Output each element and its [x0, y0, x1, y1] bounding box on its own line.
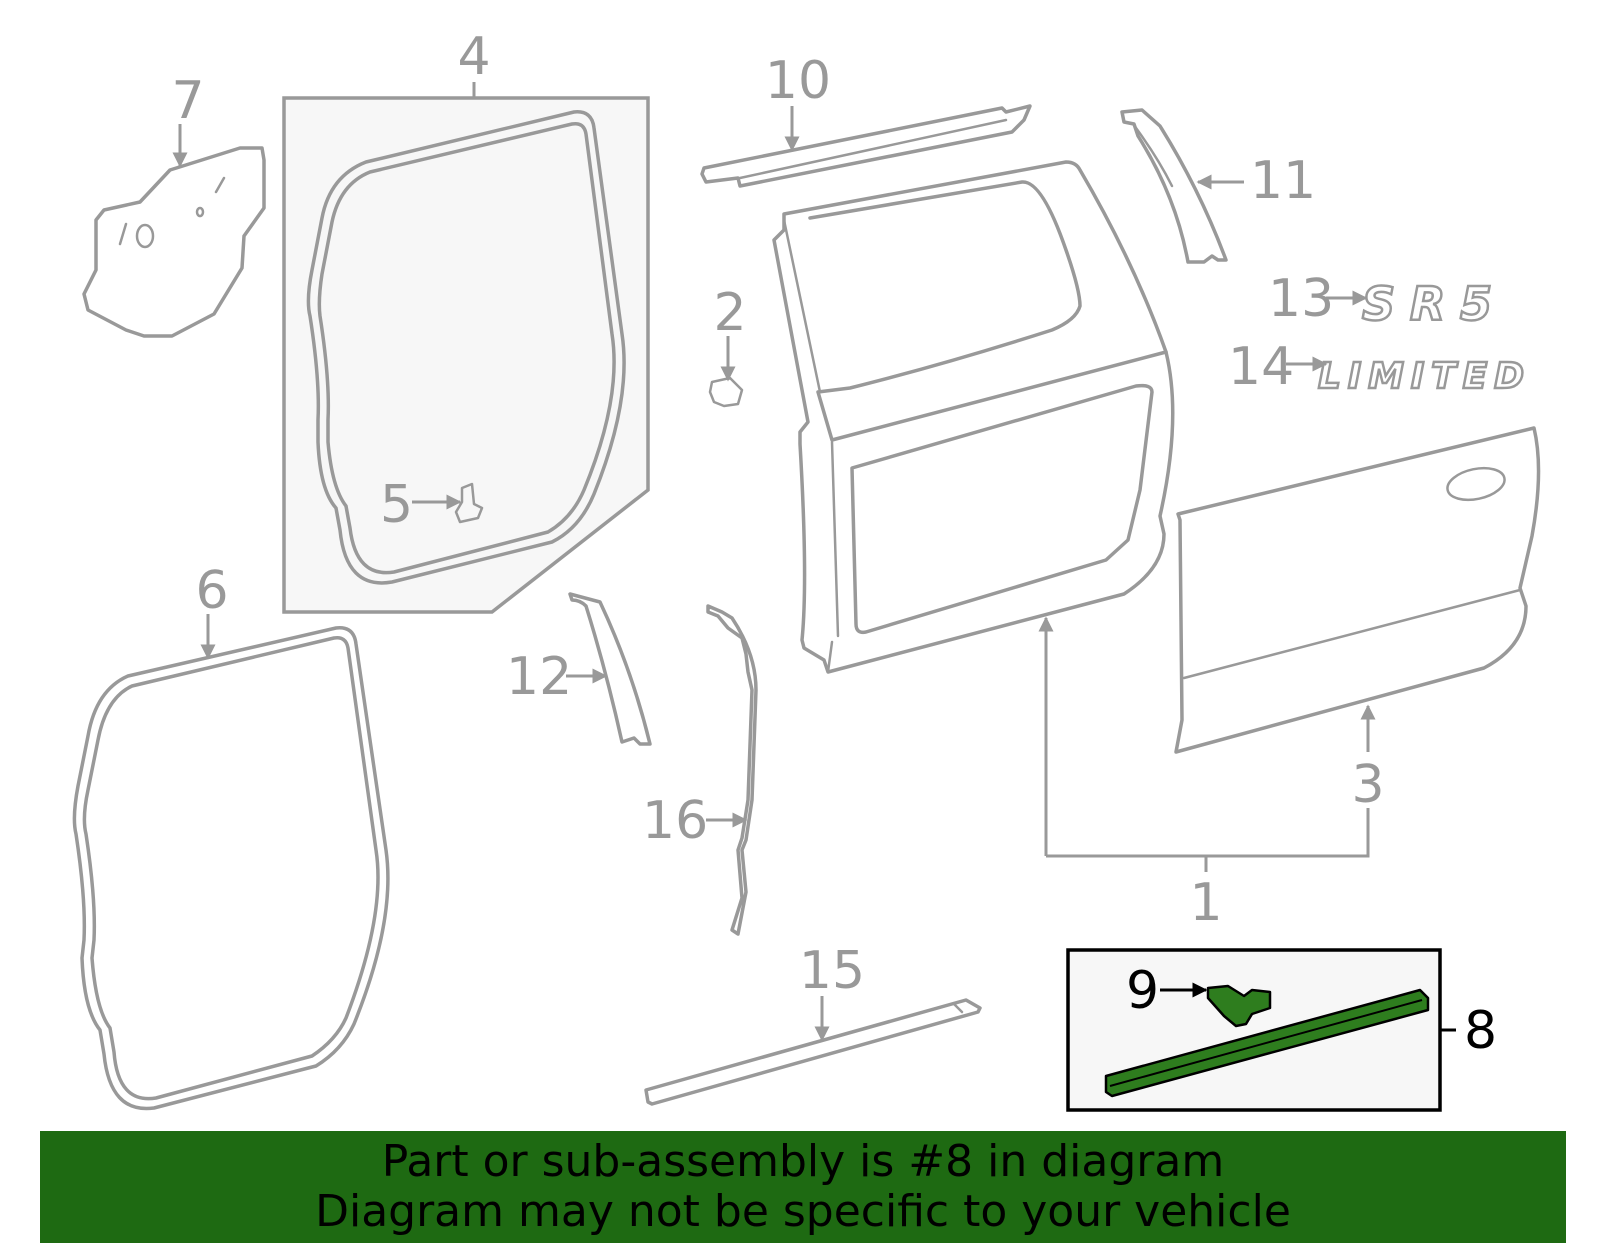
callout-9: 9: [1126, 961, 1159, 1021]
callout-1: 1: [1189, 873, 1222, 933]
callout-14: 14: [1228, 337, 1294, 397]
part-3-outer-panel[interactable]: [1174, 426, 1541, 754]
callout-5: 5: [380, 475, 413, 535]
callout-13: 13: [1268, 269, 1334, 329]
part-4-weatherstrip-box[interactable]: [282, 96, 650, 614]
part-12-pillar-garnish[interactable]: [568, 592, 652, 746]
limited-emblem-text: LIMITED: [1318, 356, 1524, 397]
part-16-channel[interactable]: [706, 604, 758, 936]
callout-16: 16: [642, 791, 708, 851]
part-8-box[interactable]: [1066, 948, 1442, 1112]
callout-7: 7: [171, 71, 204, 131]
callout-labels: 4 7 10 11 13 2 14 5 6 12 3 16 1 15 9 8: [171, 27, 1497, 1061]
callout-6: 6: [195, 561, 228, 621]
callout-10: 10: [765, 51, 831, 111]
part-13-sr5-emblem[interactable]: SR5: [1361, 276, 1494, 333]
notice-banner: Part or sub-assembly is #8 in diagram Di…: [40, 1131, 1566, 1243]
part-15-lower-molding[interactable]: [644, 998, 982, 1106]
part-2-plug[interactable]: [708, 376, 744, 408]
sr5-emblem-text: SR5: [1362, 277, 1492, 331]
banner-line-1: Part or sub-assembly is #8 in diagram: [381, 1136, 1225, 1187]
part-6-door-weatherstrip[interactable]: [72, 626, 390, 1111]
banner-line-2: Diagram may not be specific to your vehi…: [315, 1186, 1291, 1237]
part-11-frame-garnish[interactable]: [1120, 108, 1228, 264]
callout-3: 3: [1351, 755, 1384, 815]
callout-11: 11: [1250, 151, 1316, 211]
callout-4: 4: [457, 27, 490, 87]
part-7-inner-panel[interactable]: [82, 146, 266, 338]
leader-lines: [172, 82, 1456, 1042]
callout-2: 2: [713, 283, 746, 343]
part-1-door-shell[interactable]: [772, 160, 1175, 674]
callout-8: 8: [1464, 1001, 1497, 1061]
callout-12: 12: [506, 647, 572, 707]
callout-15: 15: [799, 941, 865, 1001]
part-10-belt-molding[interactable]: [700, 104, 1032, 188]
part-9-clip[interactable]: [1206, 984, 1272, 1028]
part-14-limited-emblem[interactable]: LIMITED: [1317, 355, 1526, 399]
